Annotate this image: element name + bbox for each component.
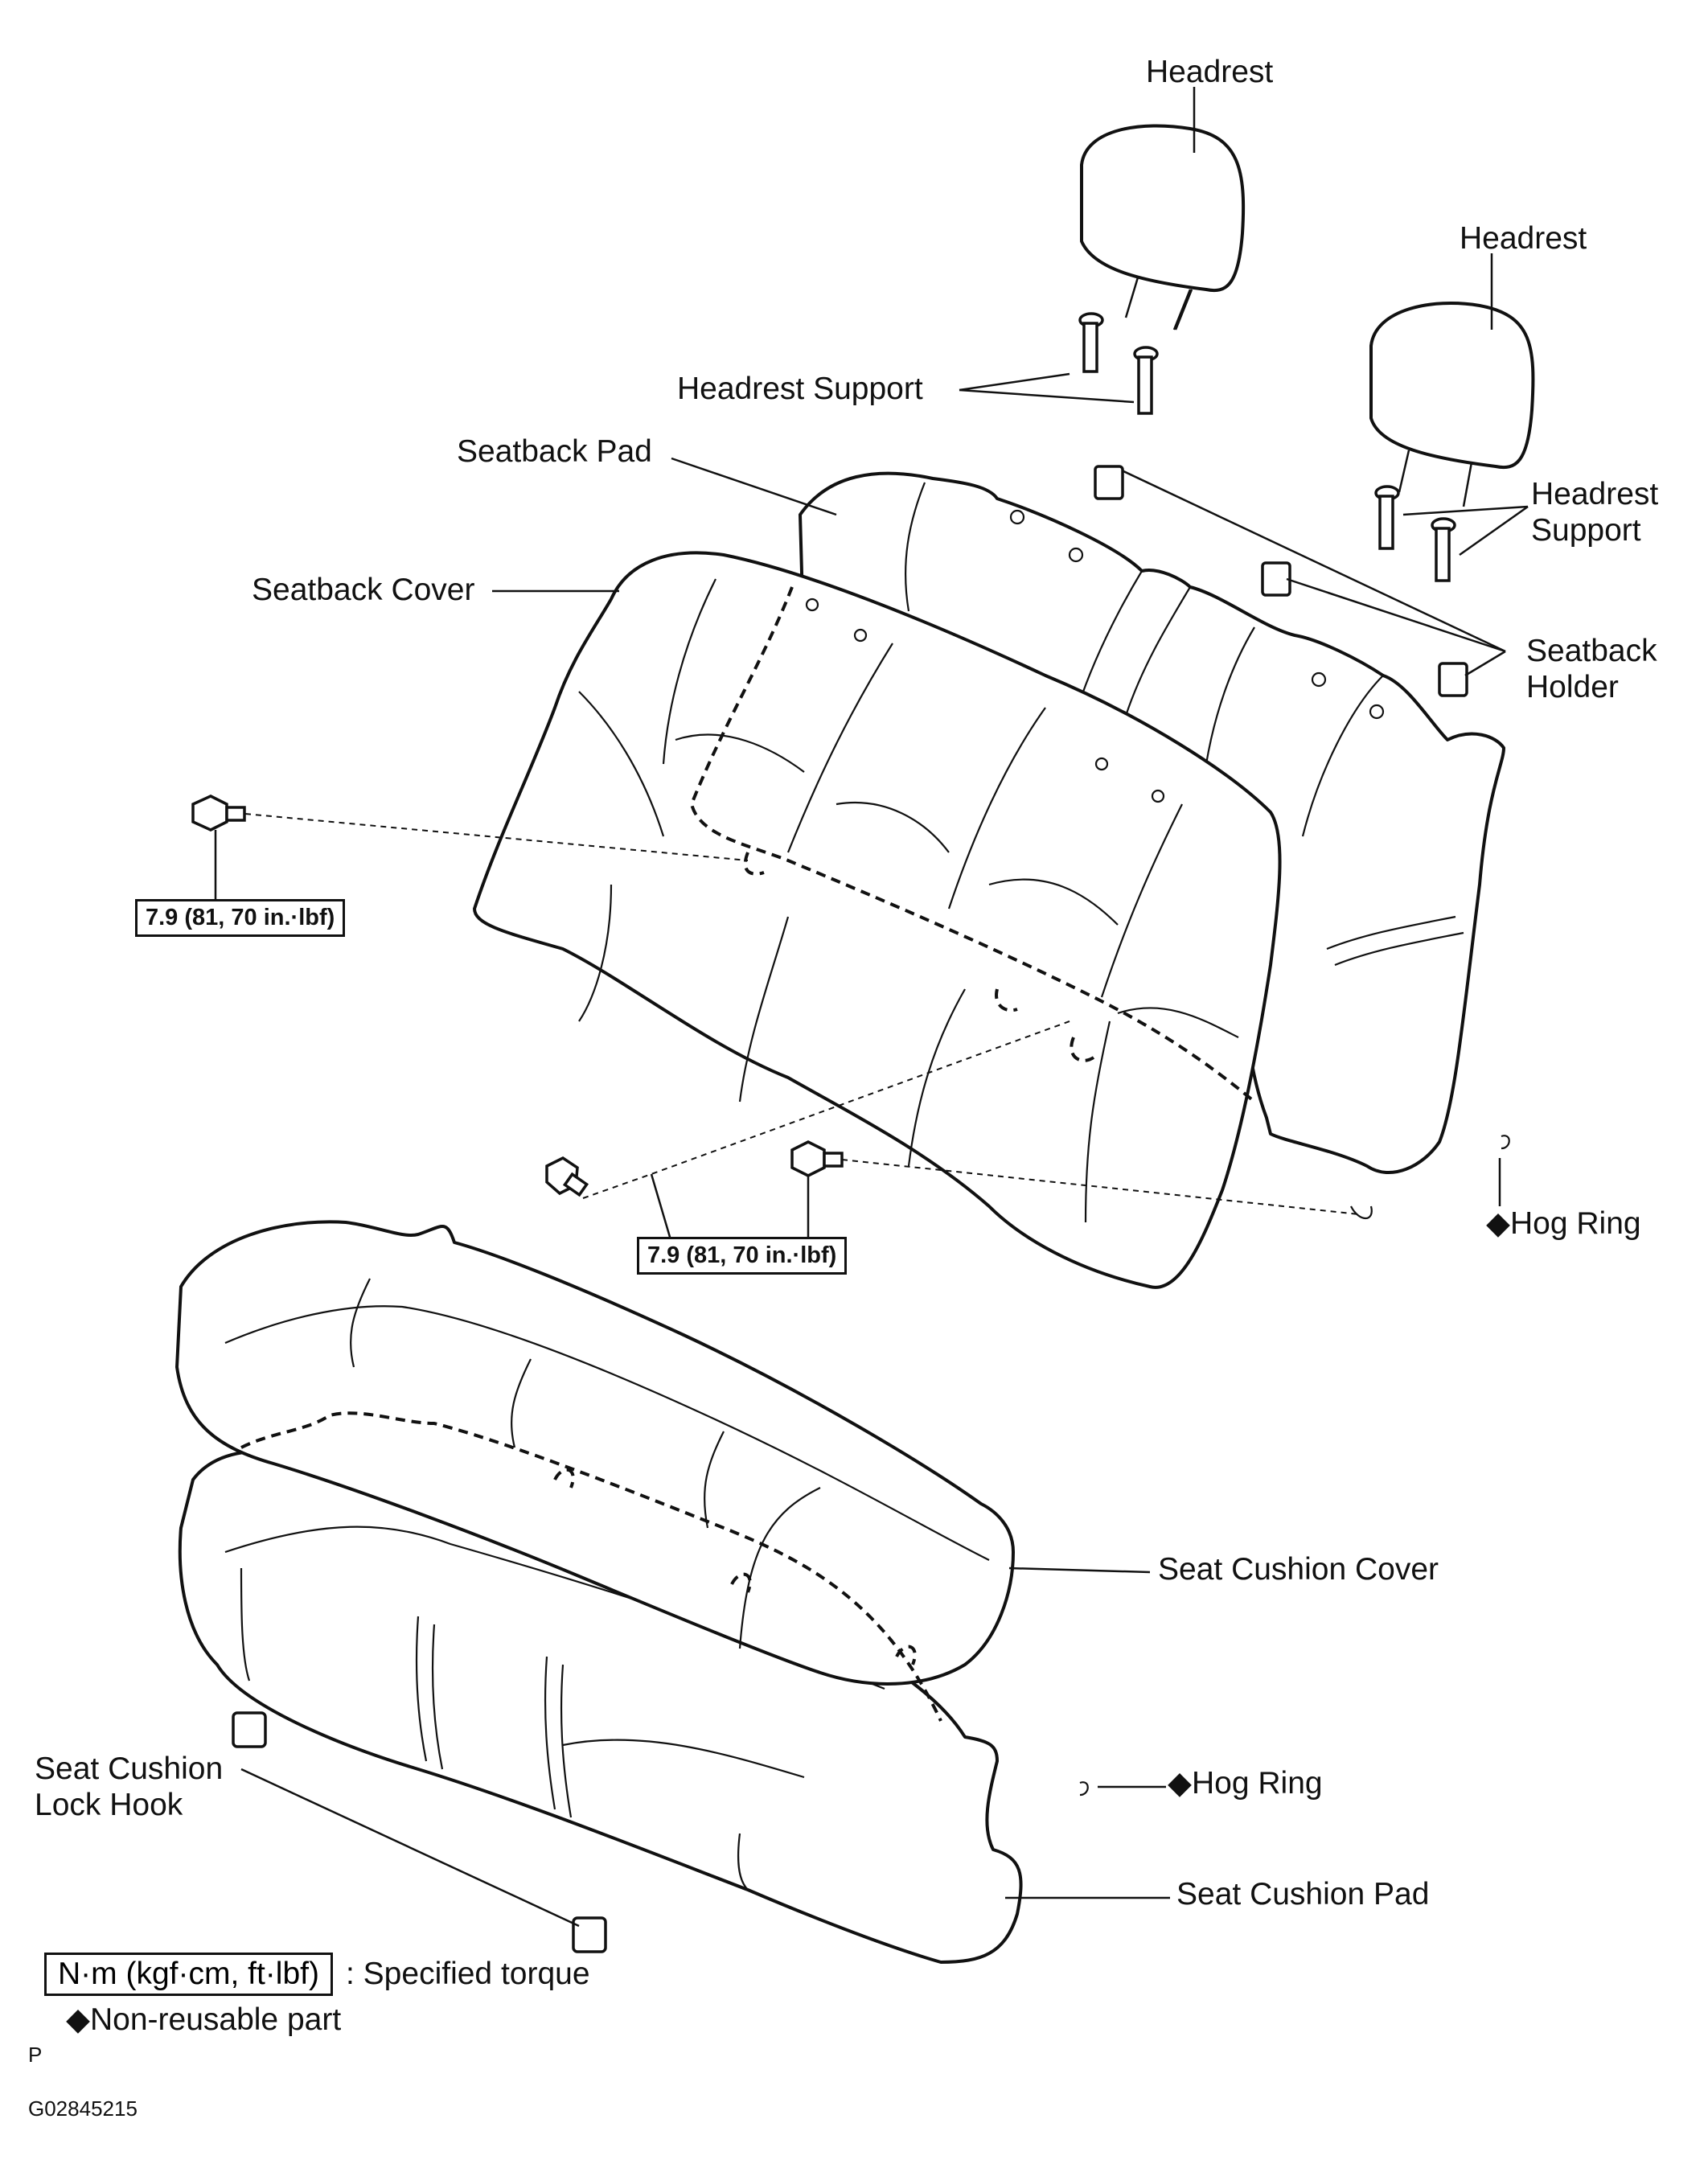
headrest-support-upper-pair bbox=[1078, 312, 1159, 415]
label-seatback-holder-line2: Holder bbox=[1526, 669, 1619, 704]
seat-cushion-cover bbox=[175, 1220, 1015, 1722]
label-hog-ring-seatback: ◆Hog Ring bbox=[1486, 1206, 1641, 1241]
footer-figure-id: G02845215 bbox=[28, 2096, 138, 2121]
label-headrest-lower: Headrest bbox=[1460, 221, 1587, 256]
label-headrest-upper: Headrest bbox=[1146, 55, 1274, 89]
bolt-upper-left bbox=[191, 795, 246, 832]
label-seat-cushion-lock-hook-line1: Seat Cushion bbox=[35, 1751, 224, 1786]
label-seatback-pad: Seatback Pad bbox=[457, 434, 652, 469]
footer-code-letter: P bbox=[28, 2043, 43, 2067]
label-seatback-cover: Seatback Cover bbox=[252, 573, 475, 607]
headrest-lower bbox=[1369, 302, 1535, 507]
torque-spec-upper: 7.9 (81, 70 in.·lbf) bbox=[135, 899, 346, 937]
seatback-holders bbox=[1094, 465, 1468, 697]
bolt-lower-right bbox=[790, 1140, 844, 1177]
label-headrest-support-lower-line1: Headrest bbox=[1531, 477, 1659, 511]
label-headrest-support-upper: Headrest Support bbox=[677, 372, 923, 406]
legend-non-reusable: ◆Non-reusable part bbox=[66, 2002, 342, 2037]
legend-torque-unit-box: N·m (kgf·cm, ft·lbf) bbox=[44, 1953, 333, 1996]
label-headrest-support-lower: Headrest Support bbox=[1531, 477, 1658, 549]
headrest-upper bbox=[1080, 124, 1246, 331]
label-seat-cushion-lock-hook-line2: Lock Hook bbox=[35, 1787, 183, 1822]
seat-cushion-lock-hooks bbox=[232, 1711, 607, 1953]
legend-torque-desc: : Specified torque bbox=[346, 1957, 590, 1991]
label-seat-cushion-cover: Seat Cushion Cover bbox=[1158, 1552, 1439, 1587]
label-seatback-holder-line1: Seatback bbox=[1526, 634, 1657, 668]
label-seat-cushion-pad: Seat Cushion Pad bbox=[1176, 1877, 1430, 1912]
label-seatback-holder: Seatback Holder bbox=[1526, 634, 1657, 706]
headrest-support-lower-pair bbox=[1374, 485, 1456, 582]
torque-spec-lower: 7.9 (81, 70 in.·lbf) bbox=[637, 1237, 848, 1275]
label-seat-cushion-lock-hook: Seat Cushion Lock Hook bbox=[35, 1751, 223, 1824]
seatback-cover bbox=[473, 551, 1282, 1289]
label-hog-ring-cushion: ◆Hog Ring bbox=[1168, 1766, 1323, 1801]
hog-ring-cushion bbox=[1079, 1781, 1089, 1797]
label-headrest-support-lower-line2: Support bbox=[1531, 512, 1641, 548]
hog-ring-seatback bbox=[1350, 1135, 1510, 1220]
bolt-lower-left bbox=[545, 1156, 589, 1197]
